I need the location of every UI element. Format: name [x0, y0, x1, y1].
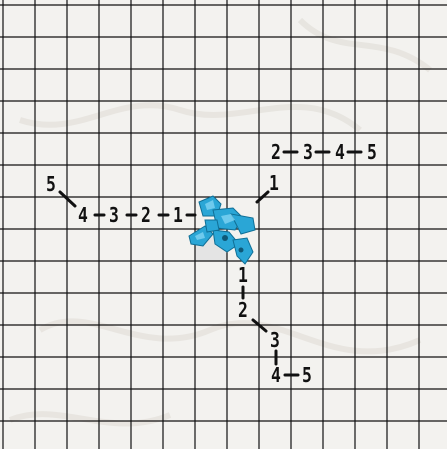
left-step-5: 5	[46, 174, 56, 194]
up-right-step-2: 2	[271, 142, 281, 162]
down-step-4: 4	[271, 365, 281, 385]
left-step-1: 1	[173, 205, 183, 225]
left-step-4: 4	[78, 205, 88, 225]
up-right-step-1: 1	[269, 173, 279, 193]
blue-spaceship-icon[interactable]	[183, 190, 263, 270]
down-step-3: 3	[270, 330, 280, 350]
up-right-step-3: 3	[303, 142, 313, 162]
left-step-2: 2	[141, 205, 151, 225]
down-step-1: 1	[238, 265, 248, 285]
down-step-5: 5	[302, 365, 312, 385]
up-right-step-5: 5	[367, 142, 377, 162]
up-right-step-4: 4	[335, 142, 345, 162]
down-step-2: 2	[238, 300, 248, 320]
left-step-3: 3	[109, 205, 119, 225]
